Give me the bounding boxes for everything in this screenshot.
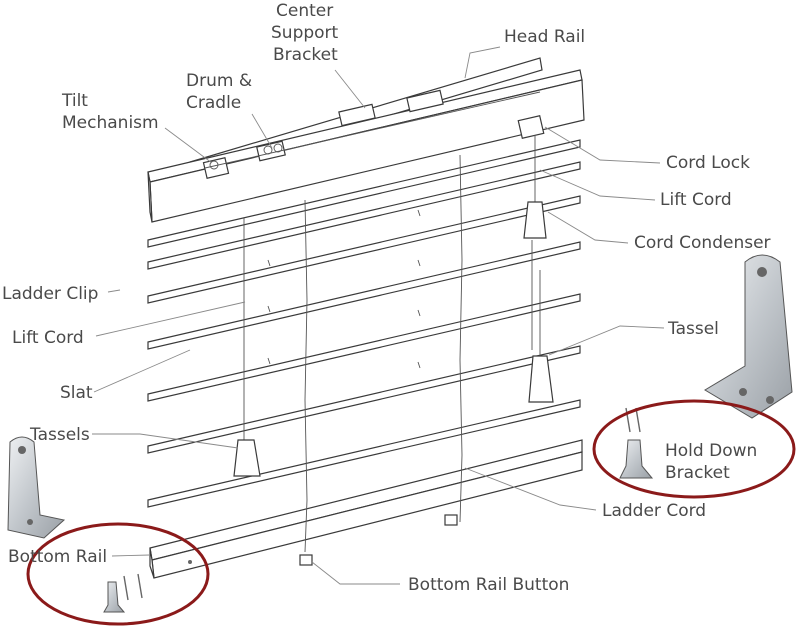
slats (147, 139, 581, 508)
label-lift-cord-left: Lift Cord (12, 328, 84, 348)
hold-down-bracket (619, 407, 654, 479)
label-drum-cradle-line2: Cradle (186, 93, 241, 113)
cord-condenser (523, 201, 547, 239)
labels: Head Rail Center Support Bracket Drum & … (2, 1, 771, 595)
tilt-rod (204, 91, 541, 169)
label-cord-lock: Cord Lock (666, 153, 750, 173)
tassel-left (233, 439, 261, 477)
label-tilt-mechanism-line1: Tilt (61, 91, 88, 111)
label-hold-down-bracket-line2: Bracket (665, 463, 730, 483)
label-center-support-bracket-line3: Bracket (273, 45, 338, 65)
tassel-right (528, 355, 554, 403)
leader-lines (92, 46, 665, 585)
highlight-circle-hold-down (592, 399, 796, 499)
label-center-support-bracket-line1: Center (276, 1, 333, 21)
bottom-rail (149, 439, 583, 579)
label-head-rail: Head Rail (504, 27, 585, 47)
label-bottom-rail: Bottom Rail (8, 547, 107, 567)
cord-lock (517, 115, 545, 139)
bottom-rail-end-hole (188, 560, 192, 564)
label-tilt-mechanism-line2: Mechanism (62, 113, 159, 133)
tilt-mechanism (202, 157, 230, 179)
highlight-circle-bottom-rail (26, 522, 210, 626)
ladder-clip-marks (267, 209, 421, 369)
ladder-cords (304, 154, 463, 553)
installation-bracket-left (7, 436, 66, 539)
label-ladder-clip: Ladder Clip (2, 284, 98, 304)
label-tassels: Tassels (29, 425, 90, 445)
center-support-bracket (338, 89, 444, 127)
label-slat: Slat (60, 383, 93, 403)
label-drum-cradle-line1: Drum & (186, 71, 252, 91)
bottom-rail-button (299, 514, 458, 566)
label-bottom-rail-button: Bottom Rail Button (408, 575, 569, 595)
label-cord-condenser: Cord Condenser (634, 233, 771, 253)
label-lift-cord-right: Lift Cord (660, 190, 732, 210)
label-tassel: Tassel (667, 319, 719, 339)
label-hold-down-bracket-line1: Hold Down (665, 441, 757, 461)
label-ladder-cord: Ladder Cord (602, 501, 706, 521)
bottom-rail-hardware (103, 573, 143, 613)
label-center-support-bracket-line2: Support (271, 23, 339, 43)
